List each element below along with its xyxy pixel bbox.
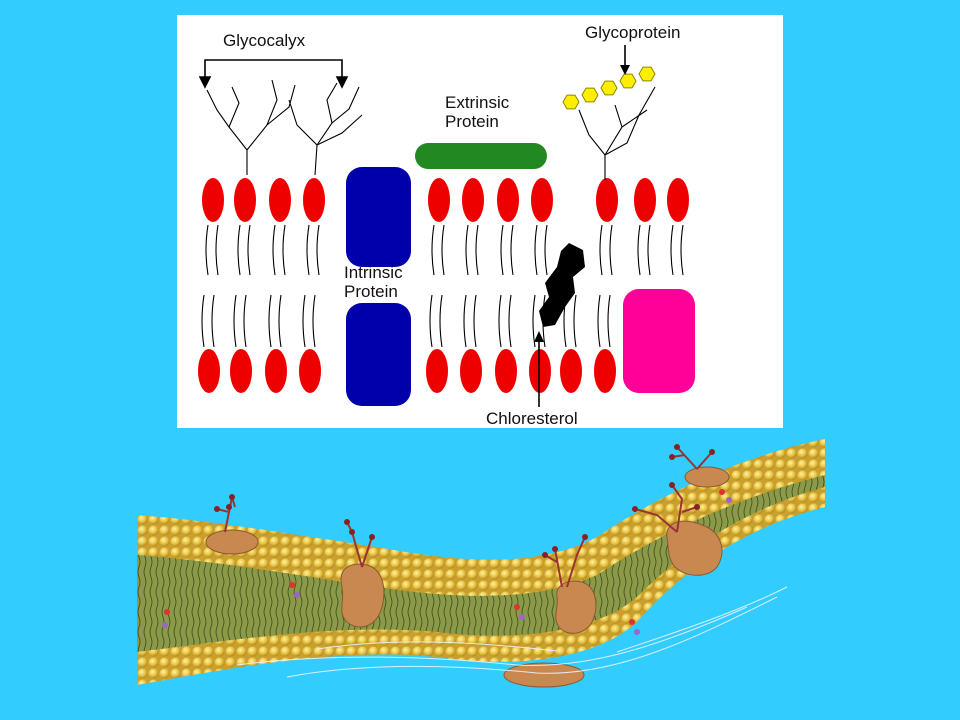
intrinsic-protein-label: Intrinsic Protein xyxy=(344,263,403,301)
lipid-tail-top xyxy=(534,224,548,276)
lipid-head-top xyxy=(462,178,484,222)
glycoprotein-hexagon xyxy=(600,80,618,96)
illustrated-membrane xyxy=(137,437,827,692)
glycoprotein-hexagon xyxy=(619,73,637,89)
lipid-tail-top xyxy=(431,224,445,276)
lipid-tail-bottom xyxy=(498,294,512,348)
lipid-head-bottom xyxy=(299,349,321,393)
extrinsic-label-line1: Extrinsic xyxy=(445,93,510,112)
glycoprotein-hexagon xyxy=(581,87,599,103)
glycoprotein-hexagon xyxy=(638,66,656,82)
lipid-head-bottom xyxy=(198,349,220,393)
glycocalyx-label: Glycocalyx xyxy=(223,31,306,50)
schematic-membrane-diagram: Glycocalyx Glycoprotein Extrinsic Protei… xyxy=(177,15,783,428)
intrinsic-protein-top xyxy=(346,167,411,267)
lipid-tail-top xyxy=(306,224,320,276)
lipid-tail-bottom xyxy=(201,294,215,348)
extrinsic-protein-label: Extrinsic Protein xyxy=(445,93,509,131)
lipid-tail-top xyxy=(272,224,286,276)
lipid-head-top xyxy=(667,178,689,222)
glycoprotein-hexagon xyxy=(562,94,580,110)
lipid-head-top xyxy=(531,178,553,222)
lipid-head-bottom xyxy=(529,349,551,393)
glycoprotein-label: Glycoprotein xyxy=(585,23,681,42)
membrane-core xyxy=(137,475,825,652)
lipid-head-top xyxy=(596,178,618,222)
lipid-tail-bottom xyxy=(463,294,477,348)
carbohydrate-beads xyxy=(214,444,715,558)
lipid-tail-top xyxy=(637,224,651,276)
intrinsic-label-line1: Intrinsic xyxy=(344,263,403,282)
lipid-head-top xyxy=(234,178,256,222)
extrinsic-label-line2: Protein xyxy=(445,112,499,131)
lipid-head-bottom xyxy=(230,349,252,393)
lipid-head-bottom xyxy=(495,349,517,393)
pink-protein xyxy=(623,289,695,393)
lipid-head-top xyxy=(202,178,224,222)
lipid-tail-bottom xyxy=(302,294,316,348)
lipid-tail-top xyxy=(205,224,219,276)
lipid-head-bottom xyxy=(265,349,287,393)
cholesterol-molecule xyxy=(539,243,585,327)
lipid-head-top xyxy=(269,178,291,222)
lipid-tail-top xyxy=(237,224,251,276)
glycocalyx-chains xyxy=(206,79,363,176)
lipid-head-bottom xyxy=(594,349,616,393)
lipid-tail-bottom xyxy=(429,294,443,348)
lipid-tail-bottom xyxy=(233,294,247,348)
cytoskeletal-fibres xyxy=(236,586,788,678)
cholesterol-arrow xyxy=(534,331,544,407)
lipid-head-top xyxy=(428,178,450,222)
membrane-proteins xyxy=(205,466,730,688)
lipid-tail-bottom xyxy=(597,294,611,348)
lipid-head-top xyxy=(303,178,325,222)
lipid-head-top xyxy=(634,178,656,222)
glycocalyx-bracket xyxy=(198,59,349,89)
extrinsic-protein xyxy=(415,143,547,169)
intrinsic-label-line2: Protein xyxy=(344,282,398,301)
lipid-tail-top xyxy=(465,224,479,276)
intrinsic-protein-bottom xyxy=(346,303,411,406)
illustrated-membrane-svg xyxy=(137,439,825,688)
embedded-molecules xyxy=(162,489,732,635)
lipid-tail-top xyxy=(670,224,684,276)
lipid-head-bottom xyxy=(426,349,448,393)
lipid-head-bottom xyxy=(460,349,482,393)
lipid-tail-top xyxy=(500,224,514,276)
lipid-head-bottom xyxy=(560,349,582,393)
schematic-svg xyxy=(198,45,695,407)
glycoprotein-arrow xyxy=(620,45,630,75)
glycoprotein-chains xyxy=(578,86,656,180)
lipid-tail-top xyxy=(599,224,613,276)
lipid-heads xyxy=(198,178,689,393)
lipid-head-top xyxy=(497,178,519,222)
cholesterol-label: Chloresterol xyxy=(486,409,578,428)
lipid-tail-bottom xyxy=(268,294,282,348)
glycoprotein-hexagons xyxy=(562,66,656,110)
lipid-tails xyxy=(201,224,684,348)
